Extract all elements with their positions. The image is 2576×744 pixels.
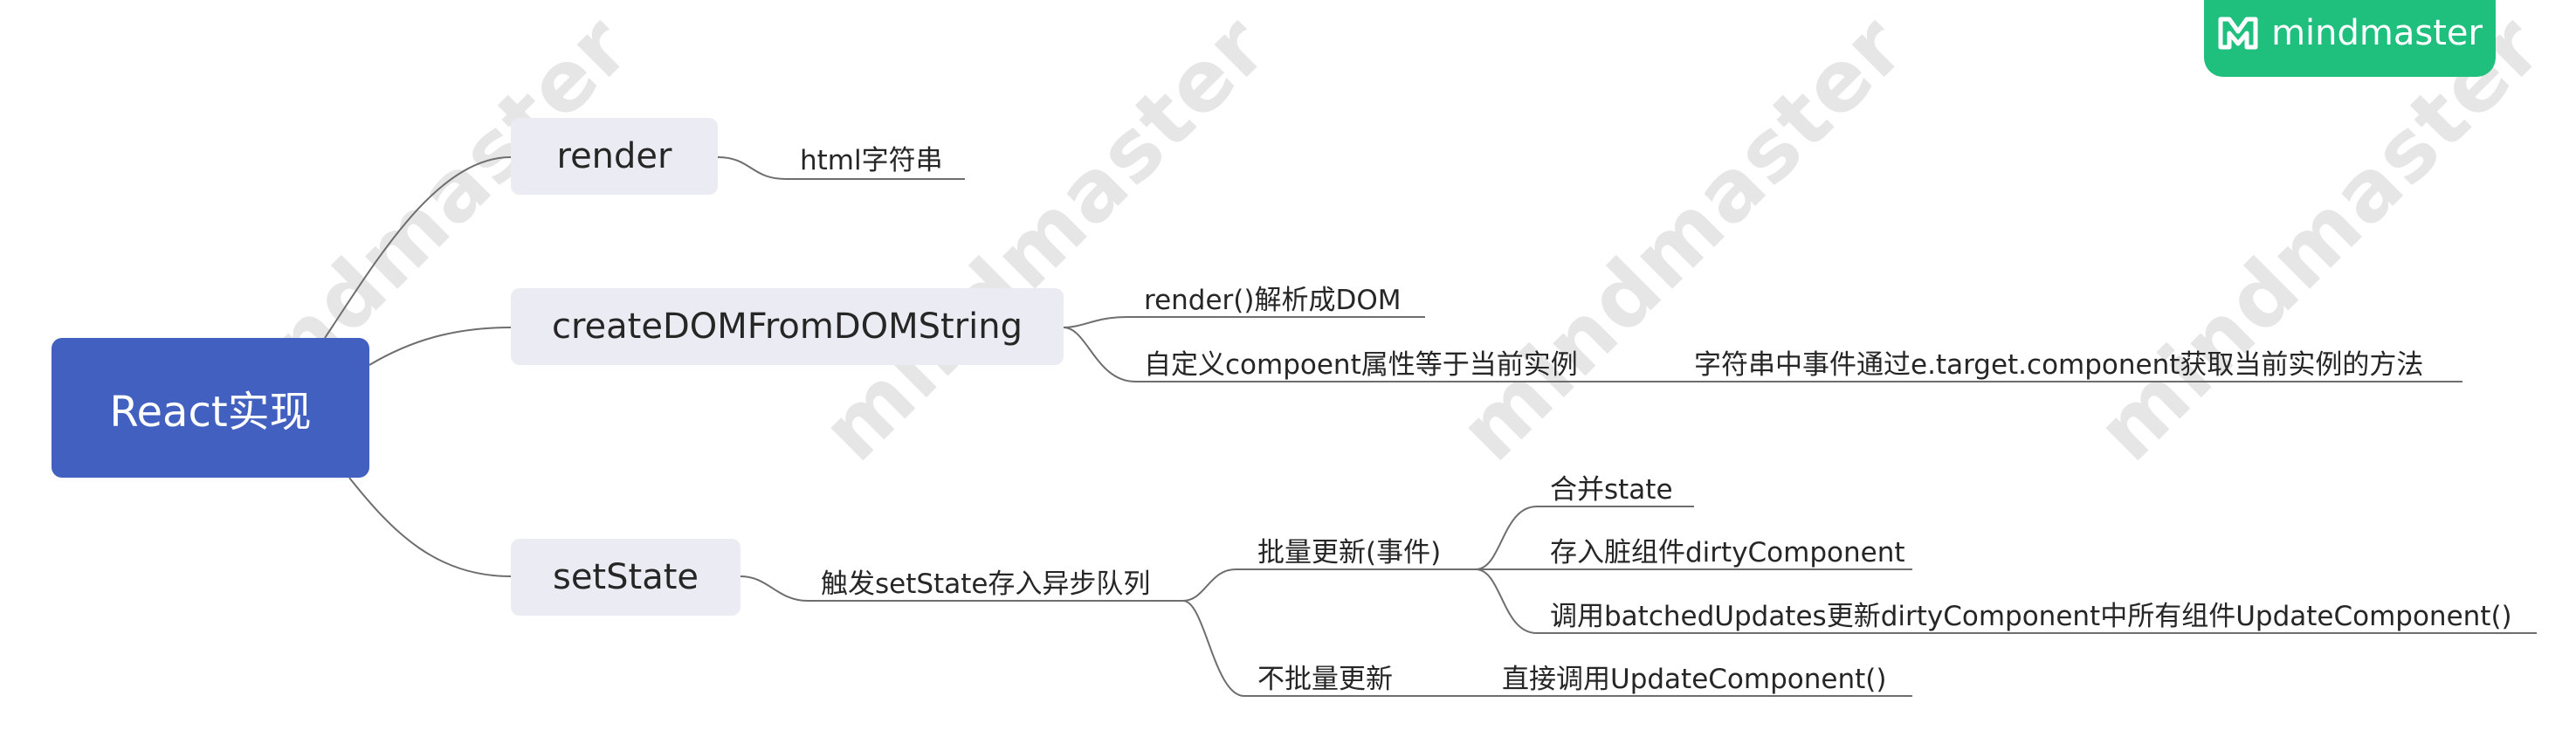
topic-render[interactable]: render (511, 118, 718, 195)
subtopic-trigger-setstate[interactable]: 触发setState存入异步队列 (821, 568, 1151, 600)
connector-batch-batched (1475, 568, 2537, 634)
subtopic-batched-updates[interactable]: 调用batchedUpdates更新dirtyComponent中所有组件Upd… (1550, 601, 2512, 632)
subtopic-event-target-component[interactable]: 字符串中事件通过e.target.component获取当前实例的方法 (1694, 349, 2424, 381)
subtopic-html-string[interactable]: html字符串 (800, 145, 943, 176)
subtopic-render-parse-dom[interactable]: render()解析成DOM (1144, 285, 1402, 316)
connector-step-nobatch (1182, 600, 1912, 697)
connector-createdom-parse (1063, 316, 1425, 328)
subtopic-dirty-component[interactable]: 存入脏组件dirtyComponent (1550, 537, 1905, 568)
connector-setstate-step (740, 575, 1183, 602)
connector-batch-merge (1475, 506, 1694, 570)
mindmaster-brand-badge: mindmaster (2204, 0, 2496, 77)
connector-root-createdom (368, 327, 512, 366)
brand-name: mindmaster (2271, 13, 2483, 53)
subtopic-custom-component-attr[interactable]: 自定义compoent属性等于当前实例 (1144, 349, 1578, 381)
connector-render-html (717, 156, 965, 180)
topic-setstate[interactable]: setState (511, 539, 740, 616)
subtopic-direct-update-component[interactable]: 直接调用UpdateComponent() (1502, 664, 1887, 695)
root-topic[interactable]: React实现 (52, 338, 369, 478)
connector-createdom-component (1063, 327, 2462, 382)
subtopic-batch-update[interactable]: 批量更新(事件) (1257, 537, 1442, 568)
connector-step-batch (1182, 568, 1476, 602)
topic-createdomfromdomstring[interactable]: createDOMFromDOMString (511, 288, 1064, 365)
subtopic-merge-state[interactable]: 合并state (1550, 474, 1673, 506)
connector-root-setstate (348, 477, 512, 577)
subtopic-no-batch-update[interactable]: 不批量更新 (1257, 664, 1393, 695)
mindmaster-logo-icon (2217, 9, 2259, 51)
connector-root-render (324, 156, 512, 339)
